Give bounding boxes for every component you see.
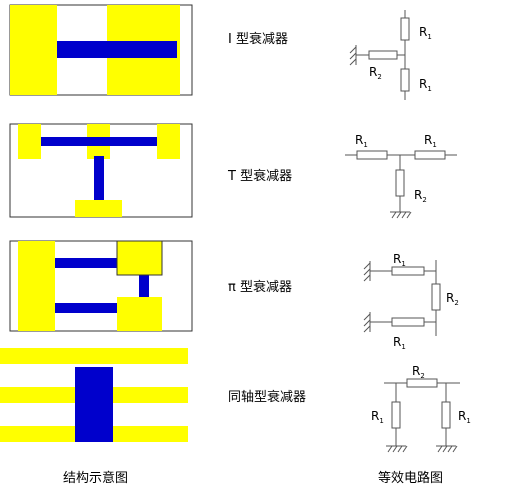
structure-pi-type — [9, 240, 193, 332]
resistor-r2 — [431, 283, 441, 311]
r1-label: R1 — [458, 409, 471, 425]
yellow-pad — [75, 200, 122, 217]
resistor-r1 — [391, 317, 425, 327]
r2-label: R2 — [446, 291, 459, 307]
resistor-r1 — [400, 68, 410, 92]
r1-label: R1 — [424, 133, 437, 149]
circuit-pi-type: R1 R2 R1 — [363, 252, 459, 351]
pi-type-label: π 型衰减器 — [228, 279, 292, 295]
blue-trace — [57, 41, 177, 58]
yellow-pad — [18, 124, 41, 159]
resistor-r2 — [395, 169, 405, 197]
resistor-r1 — [356, 150, 388, 160]
resistor-r1 — [391, 401, 401, 429]
yellow-pad — [117, 241, 162, 275]
circuit-caption: 等效电路图 — [378, 470, 443, 486]
r1-label: R1 — [393, 335, 406, 351]
t-type-label: T 型衰减器 — [227, 168, 292, 184]
resistor-r2 — [368, 50, 398, 60]
resistor-r1 — [391, 266, 425, 276]
resistor-r1 — [414, 150, 446, 160]
structure-i-type — [9, 4, 193, 96]
blue-trace — [94, 156, 104, 200]
circuit-coax-type: R2 R1 R1 — [371, 364, 471, 453]
yellow-pad — [157, 124, 180, 159]
r1-label: R1 — [419, 77, 432, 93]
r2-label: R2 — [412, 364, 425, 380]
yellow-pad — [117, 297, 162, 331]
structure-coax-type — [0, 348, 188, 442]
circuit-i-type: R1 R2 R1 — [349, 10, 432, 100]
circuit-t-type: R1 R1 R2 — [345, 133, 457, 219]
blue-trace — [41, 137, 157, 146]
resistor-r2 — [406, 378, 438, 388]
structure-caption: 结构示意图 — [63, 470, 128, 486]
r1-label: R1 — [419, 25, 432, 41]
yellow-pad — [18, 241, 55, 331]
yellow-stripe — [0, 348, 188, 364]
i-type-label: I 型衰减器 — [228, 31, 288, 47]
resistor-r1 — [400, 17, 410, 41]
blue-center-conductor — [75, 367, 113, 442]
r1-label: R1 — [355, 133, 368, 149]
r2-label: R2 — [369, 65, 382, 81]
r2-label: R2 — [414, 188, 427, 204]
coax-type-label: 同轴型衰减器 — [228, 389, 306, 405]
resistor-r1 — [441, 401, 451, 429]
r1-label: R1 — [371, 409, 384, 425]
structure-t-type — [9, 123, 193, 218]
blue-trace — [139, 275, 149, 297]
pad-outline — [116, 240, 163, 276]
yellow-pad — [10, 5, 57, 95]
r1-label: R1 — [393, 252, 406, 268]
blue-trace — [55, 258, 117, 268]
blue-trace — [55, 303, 117, 313]
